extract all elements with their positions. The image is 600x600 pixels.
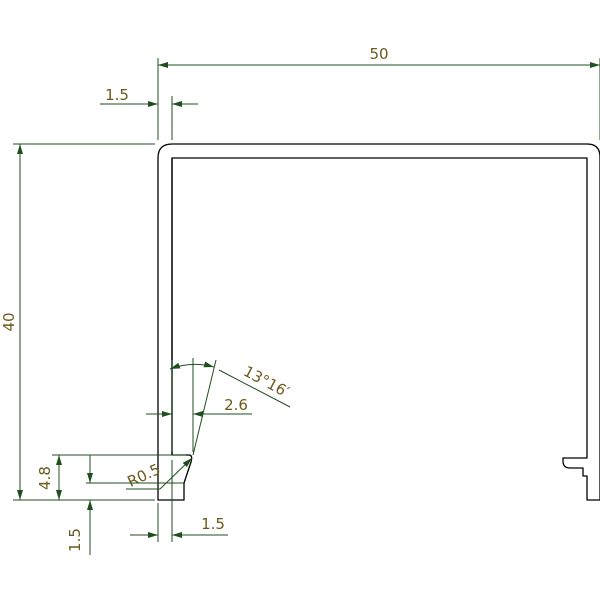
dimension-lip-height: 4.8 <box>36 454 186 500</box>
dimension-text-lip-height: 4.8 <box>36 466 54 490</box>
dimension-overall-width: 50 <box>157 45 600 140</box>
dimension-wall-thickness-bottom: 1.5 <box>130 460 228 542</box>
dimension-text-overall-width: 50 <box>369 45 388 63</box>
dimension-text-lip-gap: 2.6 <box>224 396 248 414</box>
dimension-text-overall-height: 40 <box>0 312 18 331</box>
dimension-lip-gap: 2.6 <box>146 358 252 452</box>
profile-outline <box>157 143 600 501</box>
dimension-overall-height: 40 <box>0 143 155 501</box>
dimension-text-lip-angle: 13°16′ <box>240 362 292 401</box>
dimension-text-wall-thickness-bottom: 1.5 <box>201 515 225 533</box>
dimension-wall-thickness-top: 1.5 <box>100 86 198 140</box>
dimension-text-wall-thickness-top: 1.5 <box>105 86 129 104</box>
profile-outer-contour <box>157 143 600 501</box>
dimension-lip-offset: 1.5 <box>66 455 184 555</box>
dimension-text-lip-offset: 1.5 <box>66 528 84 552</box>
